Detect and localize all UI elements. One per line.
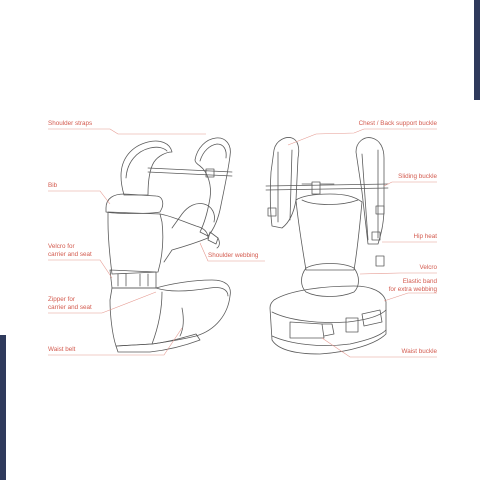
label-chest-back-buckle: Chest / Back support buckle <box>358 120 437 127</box>
leader-shoulder-straps <box>48 128 206 135</box>
front-bib <box>105 193 164 214</box>
leader-waist-buckle <box>321 337 437 358</box>
label-velcro-carrier-line1: Velcro for <box>48 243 75 250</box>
label-velcro: Velcro <box>419 264 437 271</box>
label-velcro-carrier-line2: carrier and seat <box>48 250 92 258</box>
back-left-shoulder-strap <box>269 137 300 229</box>
label-waist-buckle: Waist buckle <box>401 348 437 355</box>
label-elastic-band-line2: for extra webbing <box>388 285 437 293</box>
leader-elastic-band <box>383 292 437 302</box>
corner-accent-bottom-left <box>0 335 6 480</box>
label-waist-belt: Waist belt <box>48 346 76 353</box>
corner-accent-top-right <box>474 0 480 100</box>
label-zipper: Zipper for carrier and seat <box>48 296 92 311</box>
leader-sliding-buckle <box>383 181 437 187</box>
label-shoulder-straps: Shoulder straps <box>48 120 93 127</box>
front-waist-belt <box>115 333 201 353</box>
leader-bib <box>48 190 111 205</box>
back-waist-buckle <box>289 321 325 339</box>
back-hip-seat <box>301 263 359 297</box>
back-right-shoulder-strap <box>355 137 385 245</box>
leader-shoulder-webbing <box>199 242 265 262</box>
label-bib: Bib <box>48 182 58 189</box>
leader-lines <box>48 128 437 358</box>
label-velcro-carrier: Velcro for carrier and seat <box>48 243 92 258</box>
leader-velcro <box>359 272 437 275</box>
back-chest-strap <box>265 183 389 191</box>
front-right-shoulder-strap <box>194 137 231 237</box>
label-elastic-band: Elastic band for extra webbing <box>389 278 437 293</box>
back-carrier-illustration <box>265 137 389 355</box>
label-sliding-buckle: Sliding buckle <box>398 173 437 180</box>
label-zipper-line2: carrier and seat <box>48 303 92 311</box>
back-main-panel <box>295 193 363 271</box>
label-hip-heat: Hip heat <box>413 233 437 240</box>
leader-velcro-carrier <box>48 259 113 279</box>
back-waist-belt <box>269 285 387 355</box>
front-hip-seat <box>109 279 231 347</box>
label-shoulder-webbing: Shoulder webbing <box>208 252 259 259</box>
front-chest-strap <box>147 167 233 177</box>
label-elastic-band-line1: Elastic band <box>402 278 437 285</box>
leader-chest-buckle <box>287 128 437 146</box>
front-carrier-illustration <box>105 137 233 353</box>
leader-waist-belt <box>48 327 183 356</box>
label-zipper-line1: Zipper for <box>48 296 75 303</box>
front-main-panel <box>107 211 164 275</box>
leader-zipper <box>48 291 157 314</box>
